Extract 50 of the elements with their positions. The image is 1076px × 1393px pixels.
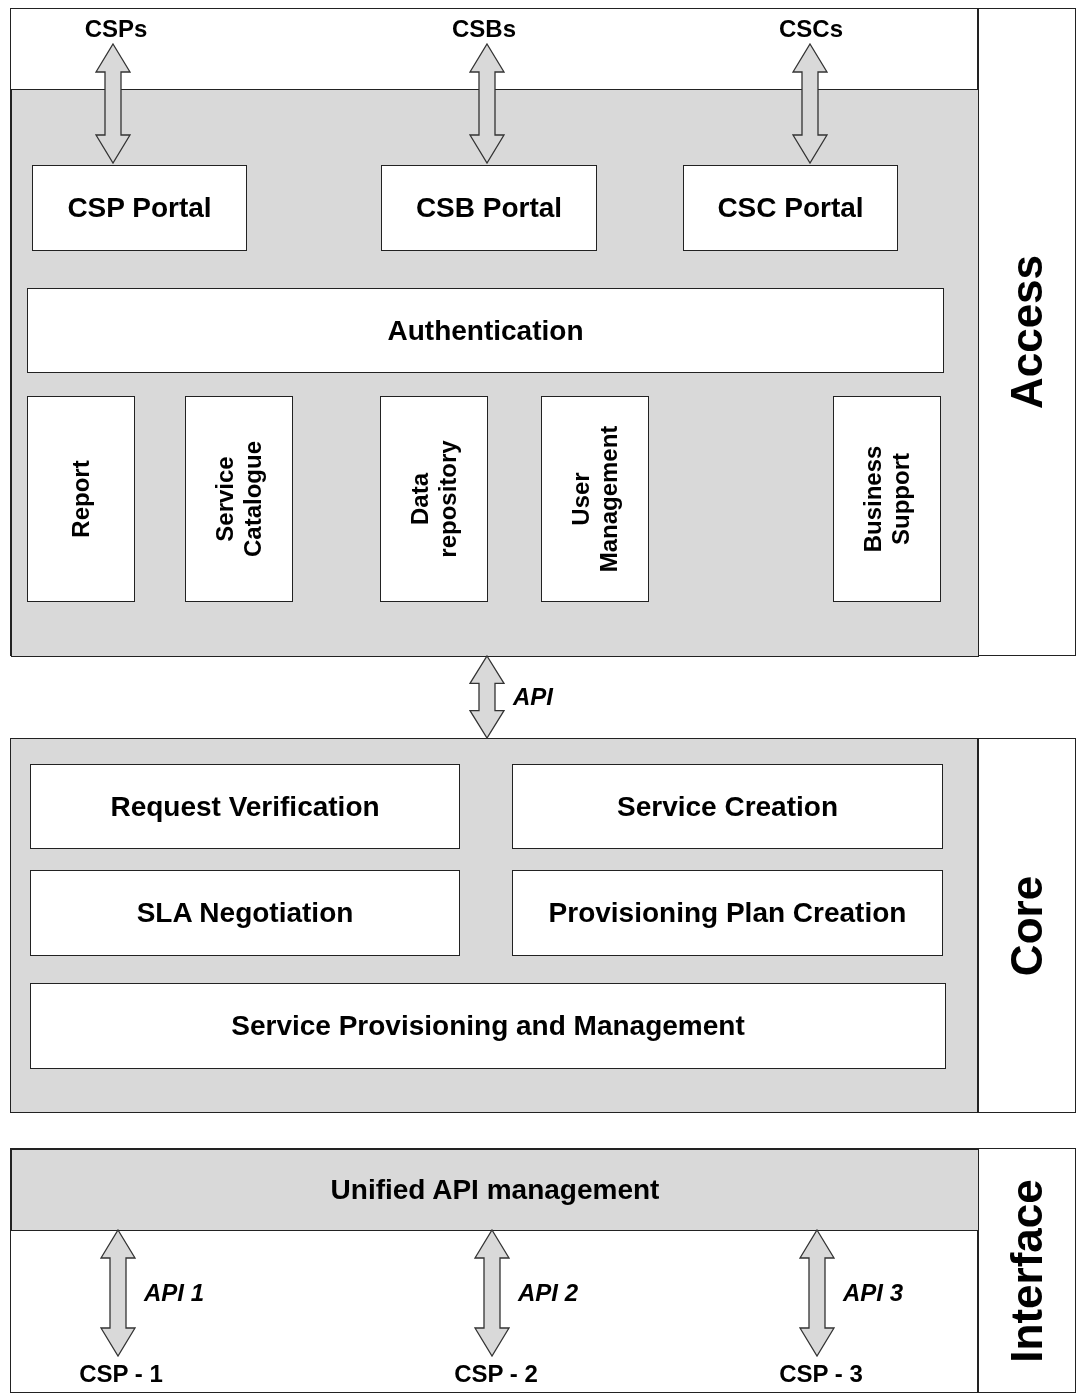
- component-box: [541, 396, 649, 602]
- layer-title: Interface: [1001, 1177, 1052, 1365]
- layer-label-box: [978, 8, 1076, 656]
- component-box: [27, 288, 944, 373]
- double-arrow: [798, 1228, 836, 1358]
- component-label: CSP Portal: [67, 192, 212, 224]
- layer-title: Access: [1001, 253, 1052, 412]
- layer-panel: [11, 89, 979, 657]
- double-arrow: [94, 42, 132, 165]
- endpoint-label: CSP - 1: [79, 1360, 163, 1388]
- double-arrow: [468, 654, 506, 740]
- component-label: Provisioning Plan Creation: [548, 897, 907, 929]
- component-box: [185, 396, 293, 602]
- component-box: [512, 764, 943, 849]
- component-label: Service Provisioning and Management: [231, 1010, 745, 1042]
- component-box: [833, 396, 941, 602]
- component-label: Service Catalogue: [211, 440, 267, 559]
- endpoint-label: CSP - 3: [779, 1360, 863, 1388]
- component-label: Business Support: [859, 444, 915, 555]
- endpoint-label: CSCs: [779, 15, 843, 43]
- double-arrow: [473, 1228, 511, 1358]
- layer-label-box: [978, 1148, 1076, 1393]
- component-label: Service Creation: [617, 790, 838, 823]
- api-bar: [11, 1149, 979, 1231]
- component-box: [30, 870, 460, 956]
- component-box: [30, 764, 460, 849]
- endpoint-label: CSBs: [452, 15, 516, 43]
- component-label: CSB Portal: [415, 192, 563, 224]
- component-label: Unified API management: [330, 1174, 660, 1206]
- component-label: SLA Negotiation: [136, 897, 354, 929]
- component-label: Report: [67, 459, 95, 540]
- layer-label-box: [978, 738, 1076, 1113]
- component-box: [683, 165, 898, 251]
- component-box: [32, 165, 247, 251]
- component-label: CSC Portal: [717, 192, 864, 224]
- component-label: Authentication: [387, 314, 584, 347]
- endpoint-label: CSP - 2: [454, 1360, 538, 1388]
- component-box: [27, 396, 135, 602]
- double-arrow: [468, 42, 506, 165]
- layer-title: Core: [1001, 874, 1052, 978]
- layer-panel: [10, 738, 978, 1113]
- double-arrow: [99, 1228, 137, 1358]
- component-box: [380, 396, 488, 602]
- double-arrow: [791, 42, 829, 165]
- component-box: [512, 870, 943, 956]
- component-label: Request Verification: [110, 790, 380, 823]
- endpoint-label: CSPs: [84, 15, 148, 43]
- component-label: Data repository: [406, 439, 462, 560]
- component-box: [381, 165, 597, 251]
- component-box: [30, 983, 946, 1069]
